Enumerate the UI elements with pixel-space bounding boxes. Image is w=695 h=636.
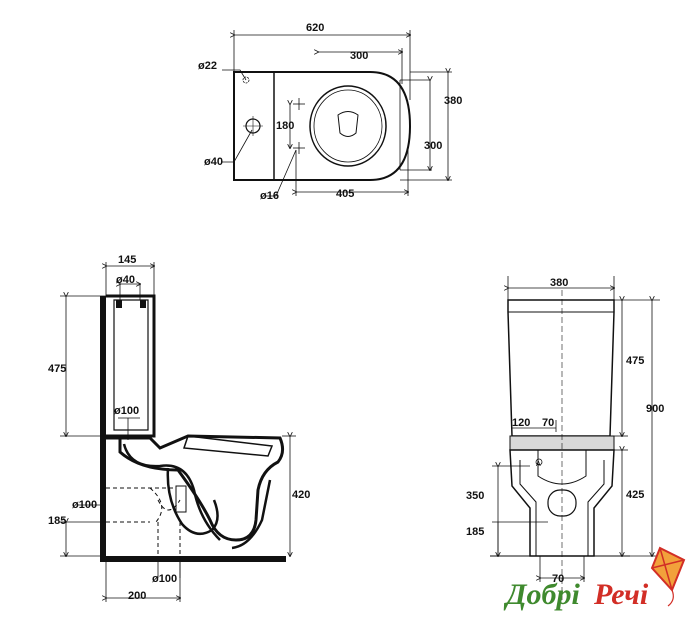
- dim-620: 620: [306, 22, 324, 34]
- dim-dia-16: ø16: [260, 190, 279, 202]
- top-view-outline: [233, 71, 412, 181]
- kite-icon: [650, 546, 686, 592]
- dim-380: 380: [444, 95, 462, 107]
- dim-475-front: 475: [626, 355, 644, 367]
- dim-dia-100-outlet: ø100: [114, 405, 139, 417]
- dim-300-right: 300: [424, 140, 442, 152]
- dim-120: 120: [512, 417, 530, 429]
- dim-200: 200: [128, 590, 146, 602]
- dim-dia-100-floor: ø100: [152, 573, 177, 585]
- dim-70: 70: [542, 417, 554, 429]
- dim-380-front: 380: [550, 277, 568, 289]
- bolt-holes: [293, 98, 305, 154]
- dim-900: 900: [646, 403, 664, 415]
- svg-text:A: A: [536, 461, 541, 468]
- tank: [106, 294, 156, 438]
- floor: [100, 556, 286, 562]
- side-view: 145 ø40 475 ø100 420 ø100 185 ø100 200: [48, 254, 310, 602]
- bowl-body: [104, 434, 285, 542]
- dim-420: 420: [292, 489, 310, 501]
- dim-dia-22: ø22: [198, 60, 217, 72]
- svg-text:Добрі: Добрі: [503, 578, 580, 611]
- logo: Добрі Речі: [503, 546, 686, 611]
- dim-70-bottom: 70: [552, 573, 564, 585]
- dim-185-side: 185: [48, 515, 66, 527]
- wall: [100, 296, 106, 562]
- dim-300-top: 300: [350, 50, 368, 62]
- dim-dia-100-wall: ø100: [72, 499, 97, 511]
- top-view: 620 300 380 300 405 180 ø22 ø40 ø16: [198, 22, 462, 202]
- dim-405: 405: [336, 188, 354, 200]
- bowl-rim: [309, 85, 387, 167]
- dim-dia-40-tank: ø40: [116, 274, 135, 286]
- dim-145: 145: [118, 254, 136, 266]
- dim-180: 180: [276, 120, 294, 132]
- svg-text:Речі: Речі: [593, 578, 649, 611]
- front-view: A 380 475: [466, 276, 664, 600]
- front-tank: [507, 299, 615, 437]
- dim-185-front: 185: [466, 526, 484, 538]
- dim-350: 350: [466, 490, 484, 502]
- dim-dia-40: ø40: [204, 156, 223, 168]
- trap: [166, 467, 219, 536]
- dim-425: 425: [626, 489, 644, 501]
- dim-475-side: 475: [48, 363, 66, 375]
